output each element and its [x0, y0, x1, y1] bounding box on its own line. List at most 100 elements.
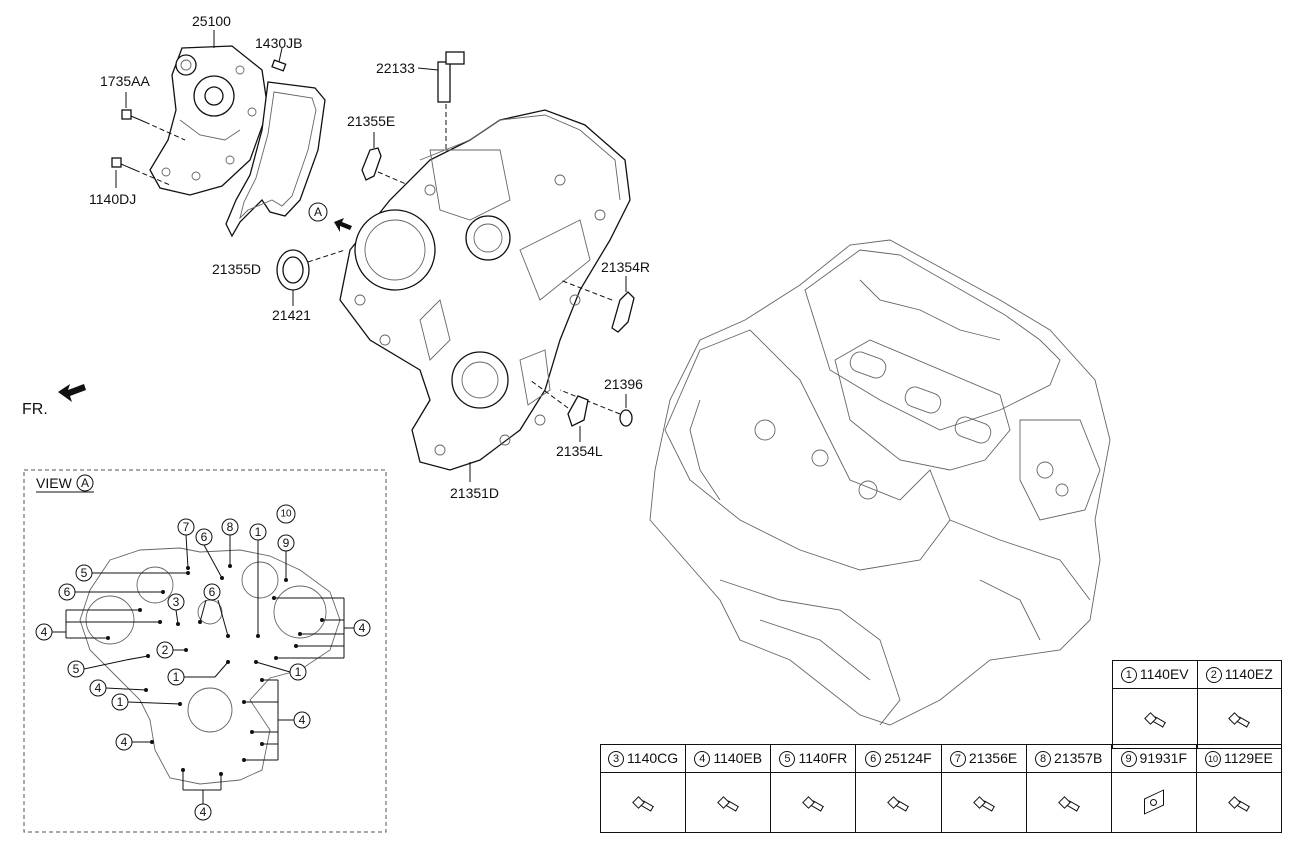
svg-text:5: 5: [73, 662, 80, 676]
callout-1d: 1: [111, 693, 182, 711]
callout-5b: 5: [67, 654, 150, 678]
front-direction-indicator: FR.: [22, 384, 86, 418]
gasket-21355E[interactable]: [361, 147, 382, 181]
bolt-icon: [1228, 796, 1250, 808]
label-21355D: 21355D: [212, 261, 261, 277]
bolt-1140DJ[interactable]: [111, 157, 136, 171]
label-1140DJ: 1140DJ: [89, 191, 136, 207]
svg-text:FR.: FR.: [22, 401, 48, 418]
gasket-21355D[interactable]: [225, 81, 326, 238]
callout-6a: 6: [195, 528, 224, 580]
sensor-22133[interactable]: [417, 51, 465, 103]
bolt-icon: [802, 796, 824, 808]
callout-4a: 4: [35, 608, 162, 641]
timing-cover-21351D[interactable]: [339, 109, 631, 471]
o-ring-21396[interactable]: [619, 409, 633, 427]
svg-text:10: 10: [280, 509, 292, 520]
label-25100: 25100: [192, 13, 231, 29]
engine-block-illustration: [649, 239, 1111, 726]
label-21396: 21396: [604, 376, 643, 392]
callout-1a: 1: [249, 523, 267, 638]
label-21351D: 21351D: [450, 485, 499, 501]
label-21421: 21421: [272, 307, 311, 323]
label-1735AA: 1735AA: [100, 73, 150, 89]
front-arrow-icon: [58, 384, 86, 402]
svg-text:1: 1: [295, 665, 302, 679]
svg-text:1: 1: [255, 525, 262, 539]
callout-1c: 1: [254, 660, 307, 681]
bolt-icon: [632, 796, 654, 808]
bolt-icon: [973, 796, 995, 808]
svg-text:A: A: [81, 476, 89, 490]
svg-text:6: 6: [64, 585, 71, 599]
callout-6c: 6: [198, 583, 230, 638]
svg-text:1: 1: [117, 695, 124, 709]
callout-5a: 5: [75, 564, 190, 582]
bolt-icon: [717, 796, 739, 808]
svg-text:9: 9: [283, 536, 290, 550]
svg-text:4: 4: [200, 805, 207, 819]
svg-text:4: 4: [359, 621, 366, 635]
bolt-icon: [1144, 712, 1166, 724]
callout-3: 3: [167, 593, 185, 626]
callout-4e: 4: [115, 733, 154, 751]
callout-4c: 4: [89, 679, 148, 697]
label-22133: 22133: [376, 60, 415, 76]
bolt-1735AA[interactable]: [121, 109, 146, 123]
view-callouts: 7 6 8 1 10 9 5 6 3 6 4 2 4 5 1 1 4 1 4 4…: [35, 504, 371, 821]
dowel-pin-1430JB[interactable]: [271, 59, 287, 72]
callout-4b: 4: [272, 596, 371, 660]
svg-text:8: 8: [227, 520, 234, 534]
bolt-icon: [1228, 712, 1250, 724]
callout-6b: 6: [58, 583, 165, 601]
svg-text:3: 3: [173, 595, 180, 609]
label-21354L: 21354L: [556, 443, 603, 459]
callout-1b: 1: [167, 660, 230, 686]
svg-text:7: 7: [183, 520, 190, 534]
bracket-icon: [1141, 788, 1167, 814]
view-a-title: VIEW: [36, 475, 73, 491]
label-21354R: 21354R: [601, 259, 650, 275]
callout-4f: 4: [181, 768, 223, 821]
water-pump-25100[interactable]: [149, 45, 269, 196]
callout-8: 8: [221, 518, 239, 568]
svg-text:2: 2: [162, 643, 169, 657]
callout-4d: 4: [242, 678, 311, 762]
svg-text:4: 4: [121, 735, 128, 749]
svg-text:6: 6: [201, 530, 208, 544]
gasket-21354L[interactable]: [567, 395, 589, 427]
callout-9: 9: [277, 534, 295, 582]
oil-seal-21421[interactable]: [276, 249, 310, 291]
svg-text:4: 4: [41, 625, 48, 639]
svg-text:A: A: [314, 205, 322, 219]
svg-text:4: 4: [299, 713, 306, 727]
gasket-21354R[interactable]: [611, 291, 635, 333]
view-a-detail: VIEW A 7 6 8 1 10 9 5 6 3 6 4 2 4 5 1: [23, 469, 387, 833]
bolt-icon: [1058, 796, 1080, 808]
bolt-icon: [887, 796, 909, 808]
svg-text:4: 4: [95, 681, 102, 695]
callout-10: 10: [276, 504, 296, 524]
callout-2: 2: [156, 641, 188, 659]
label-21355E: 21355E: [347, 113, 395, 129]
svg-text:5: 5: [81, 566, 88, 580]
svg-text:1: 1: [173, 670, 180, 684]
view-a-marker[interactable]: A: [308, 202, 352, 232]
svg-text:6: 6: [209, 585, 216, 599]
label-1430JB: 1430JB: [255, 35, 302, 51]
callout-7: 7: [177, 518, 195, 570]
